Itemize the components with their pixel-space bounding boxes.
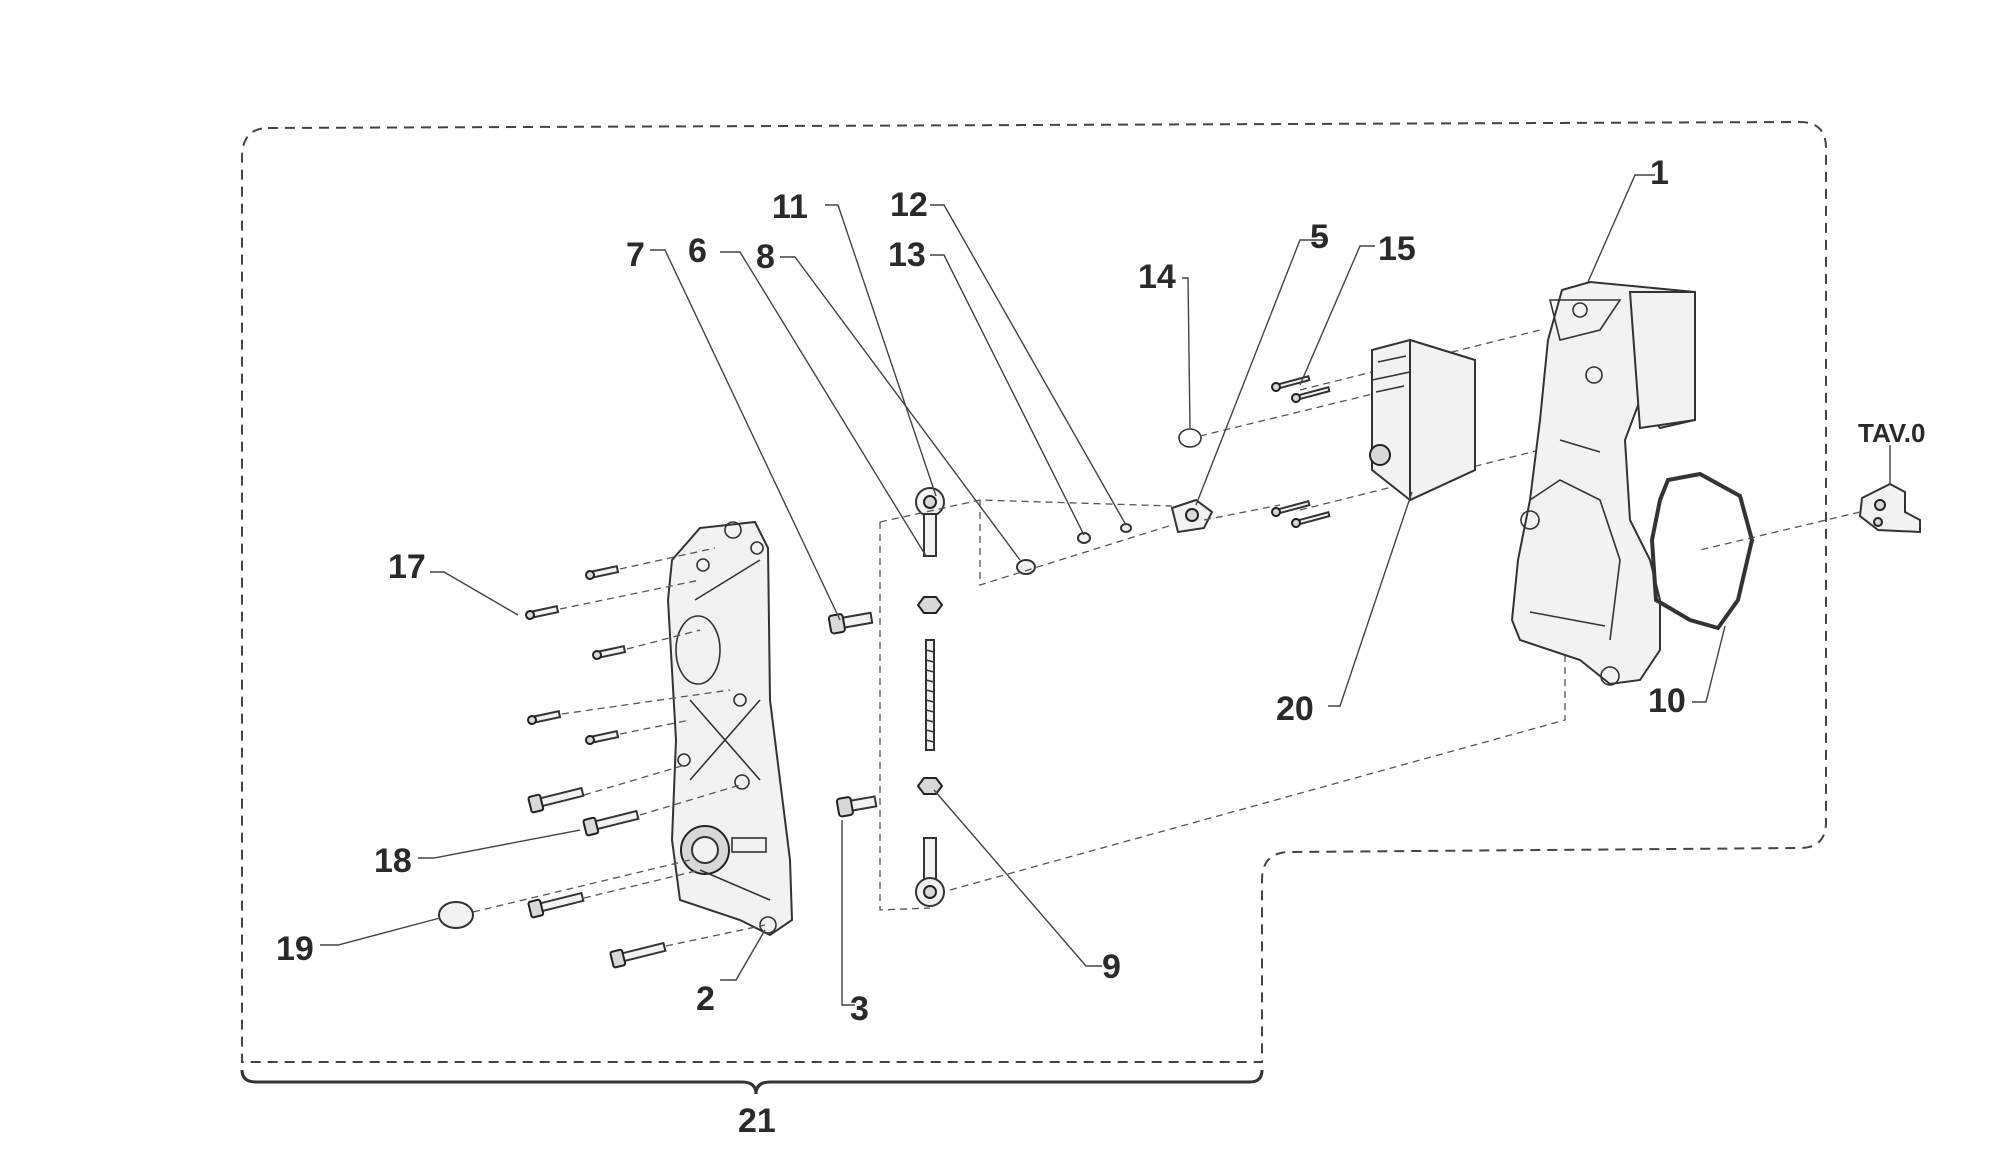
callout-12: 12 <box>890 186 928 224</box>
cover-bolts-17 <box>525 565 627 745</box>
callout-1: 1 <box>1650 154 1669 192</box>
cover-bolts-18 <box>527 786 667 969</box>
callout-13: 13 <box>888 236 926 274</box>
callout-10: 10 <box>1648 682 1686 720</box>
callout-19: 19 <box>276 930 314 968</box>
callout-3: 3 <box>850 990 869 1028</box>
callout-11: 11 <box>772 188 808 226</box>
cover-alignment-lines <box>472 547 766 947</box>
callout-9: 9 <box>1102 948 1121 986</box>
callout-2: 2 <box>696 980 715 1018</box>
callout-18: 18 <box>374 842 412 880</box>
callout-6: 6 <box>688 232 707 270</box>
callout-tav: TAV.0 <box>1858 418 1925 448</box>
callout-20: 20 <box>1276 690 1314 728</box>
tav-reference-fitting <box>1858 482 1921 534</box>
cover-plate-part <box>666 520 794 937</box>
callout-8: 8 <box>756 238 775 276</box>
screws-15 <box>1271 375 1331 528</box>
callout-14: 14 <box>1138 258 1176 296</box>
linkage-parts <box>827 428 1214 907</box>
washer-19 <box>438 901 474 929</box>
actuator-part-20 <box>1369 338 1476 502</box>
callout-15: 15 <box>1378 230 1416 268</box>
callout-21: 21 <box>738 1102 776 1140</box>
callout-17: 17 <box>388 548 426 586</box>
group-brace <box>240 1069 1264 1095</box>
callout-leaders <box>320 174 1726 1006</box>
callout-7: 7 <box>626 236 645 274</box>
callout-5: 5 <box>1310 218 1329 256</box>
housing-part-1 <box>1510 280 1696 686</box>
tav-alignment-line <box>1699 511 1861 551</box>
gasket-part-10 <box>1649 471 1755 631</box>
